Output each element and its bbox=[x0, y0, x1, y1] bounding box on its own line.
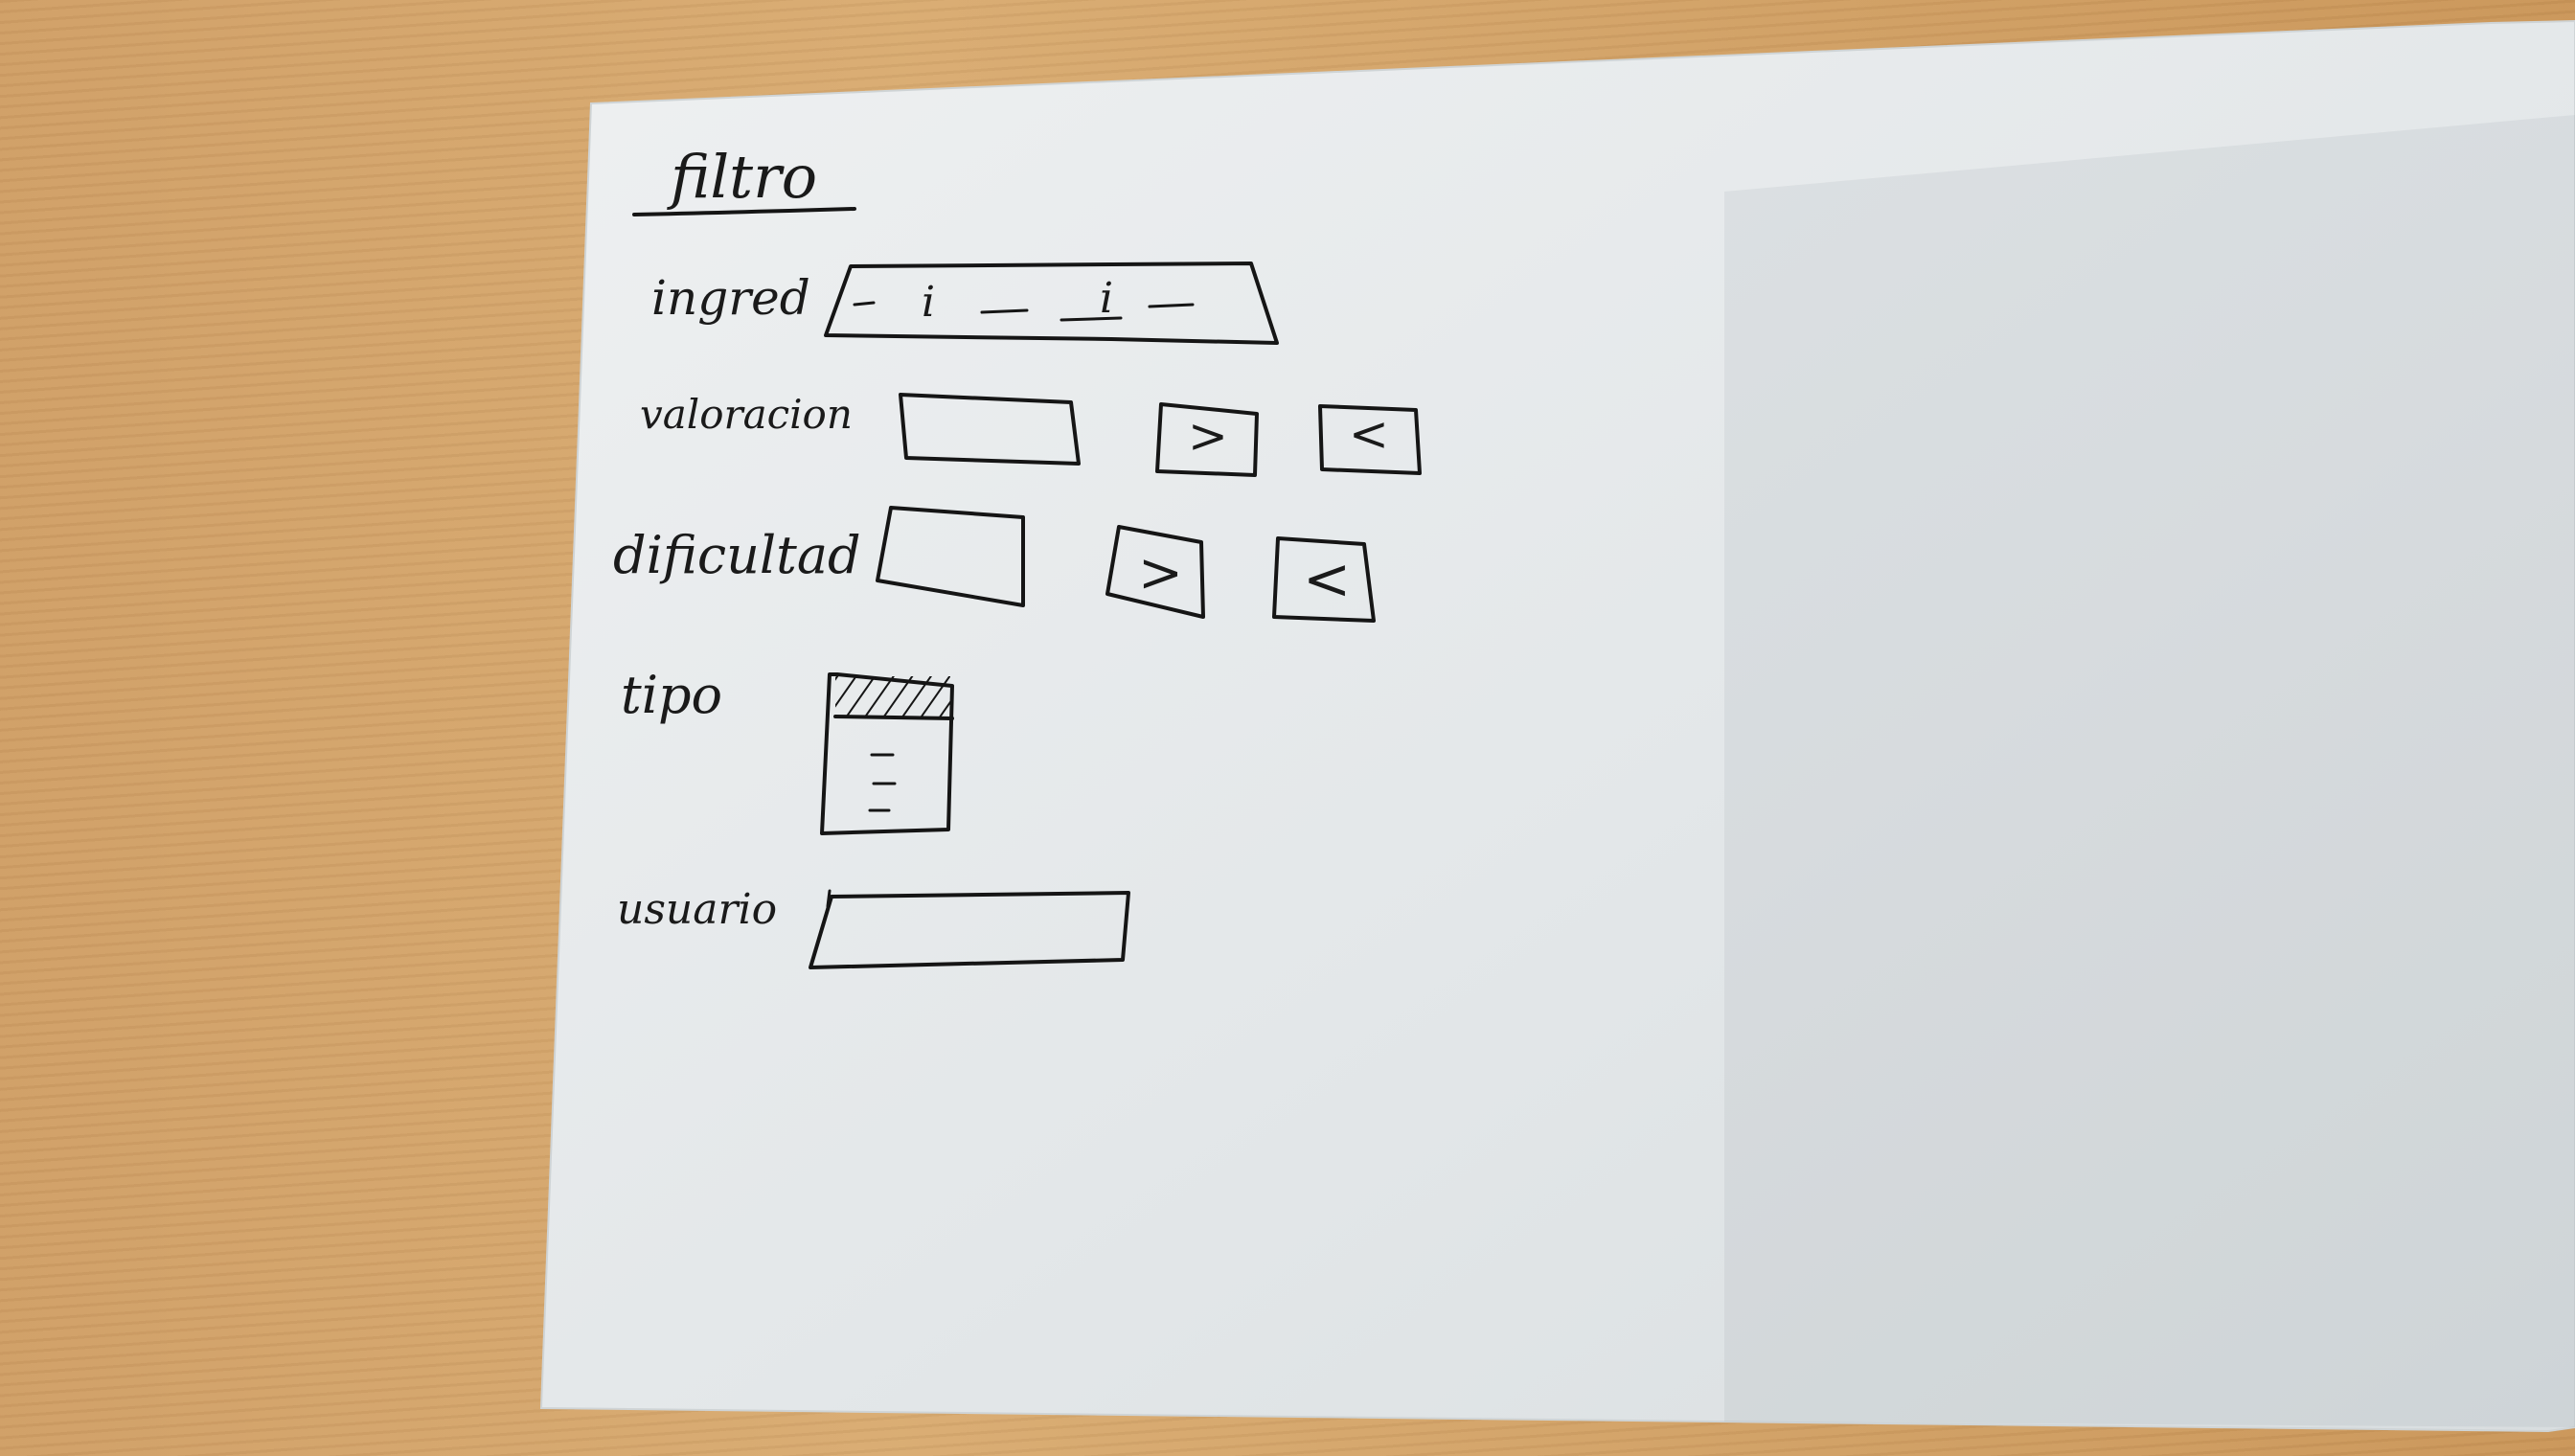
rating-input[interactable] bbox=[899, 393, 1081, 466]
list-icon bbox=[868, 753, 897, 812]
paper-shadow bbox=[1724, 115, 2575, 1427]
type-label: tipo bbox=[621, 665, 723, 725]
user-label: usuario bbox=[617, 885, 778, 934]
ingredients-separator-2: i bbox=[1100, 274, 1114, 323]
type-list[interactable] bbox=[820, 672, 954, 835]
rating-less-symbol: < bbox=[1349, 406, 1389, 462]
rating-greater-button[interactable] bbox=[1155, 402, 1259, 477]
difficulty-greater-symbol: > bbox=[1138, 542, 1183, 604]
difficulty-input[interactable] bbox=[876, 506, 1025, 607]
filter-title: filtro bbox=[671, 142, 818, 212]
difficulty-greater-button[interactable] bbox=[1105, 525, 1205, 619]
ingredients-label: ingred bbox=[651, 270, 810, 326]
difficulty-less-symbol: < bbox=[1303, 546, 1352, 613]
ingredients-token-dash-1 bbox=[853, 301, 876, 307]
rating-label: valoracion bbox=[640, 391, 853, 438]
type-list-header-divider bbox=[833, 715, 954, 720]
ingredients-token-dash-3 bbox=[1148, 303, 1195, 308]
user-input[interactable] bbox=[809, 891, 1130, 969]
user-input-cursor bbox=[826, 889, 832, 908]
rating-greater-symbol: > bbox=[1188, 408, 1228, 464]
ingredients-input[interactable] bbox=[824, 262, 1279, 345]
ingredients-separator-1: i bbox=[922, 278, 936, 327]
title-underline bbox=[632, 207, 856, 216]
rating-less-button[interactable] bbox=[1318, 404, 1422, 475]
difficulty-label: dificultad bbox=[613, 525, 861, 585]
difficulty-less-button[interactable] bbox=[1272, 536, 1376, 623]
ingredients-token-dash-4 bbox=[1060, 316, 1123, 322]
ingredients-token-dash-2 bbox=[980, 308, 1029, 314]
paper-background bbox=[539, 19, 2575, 1433]
